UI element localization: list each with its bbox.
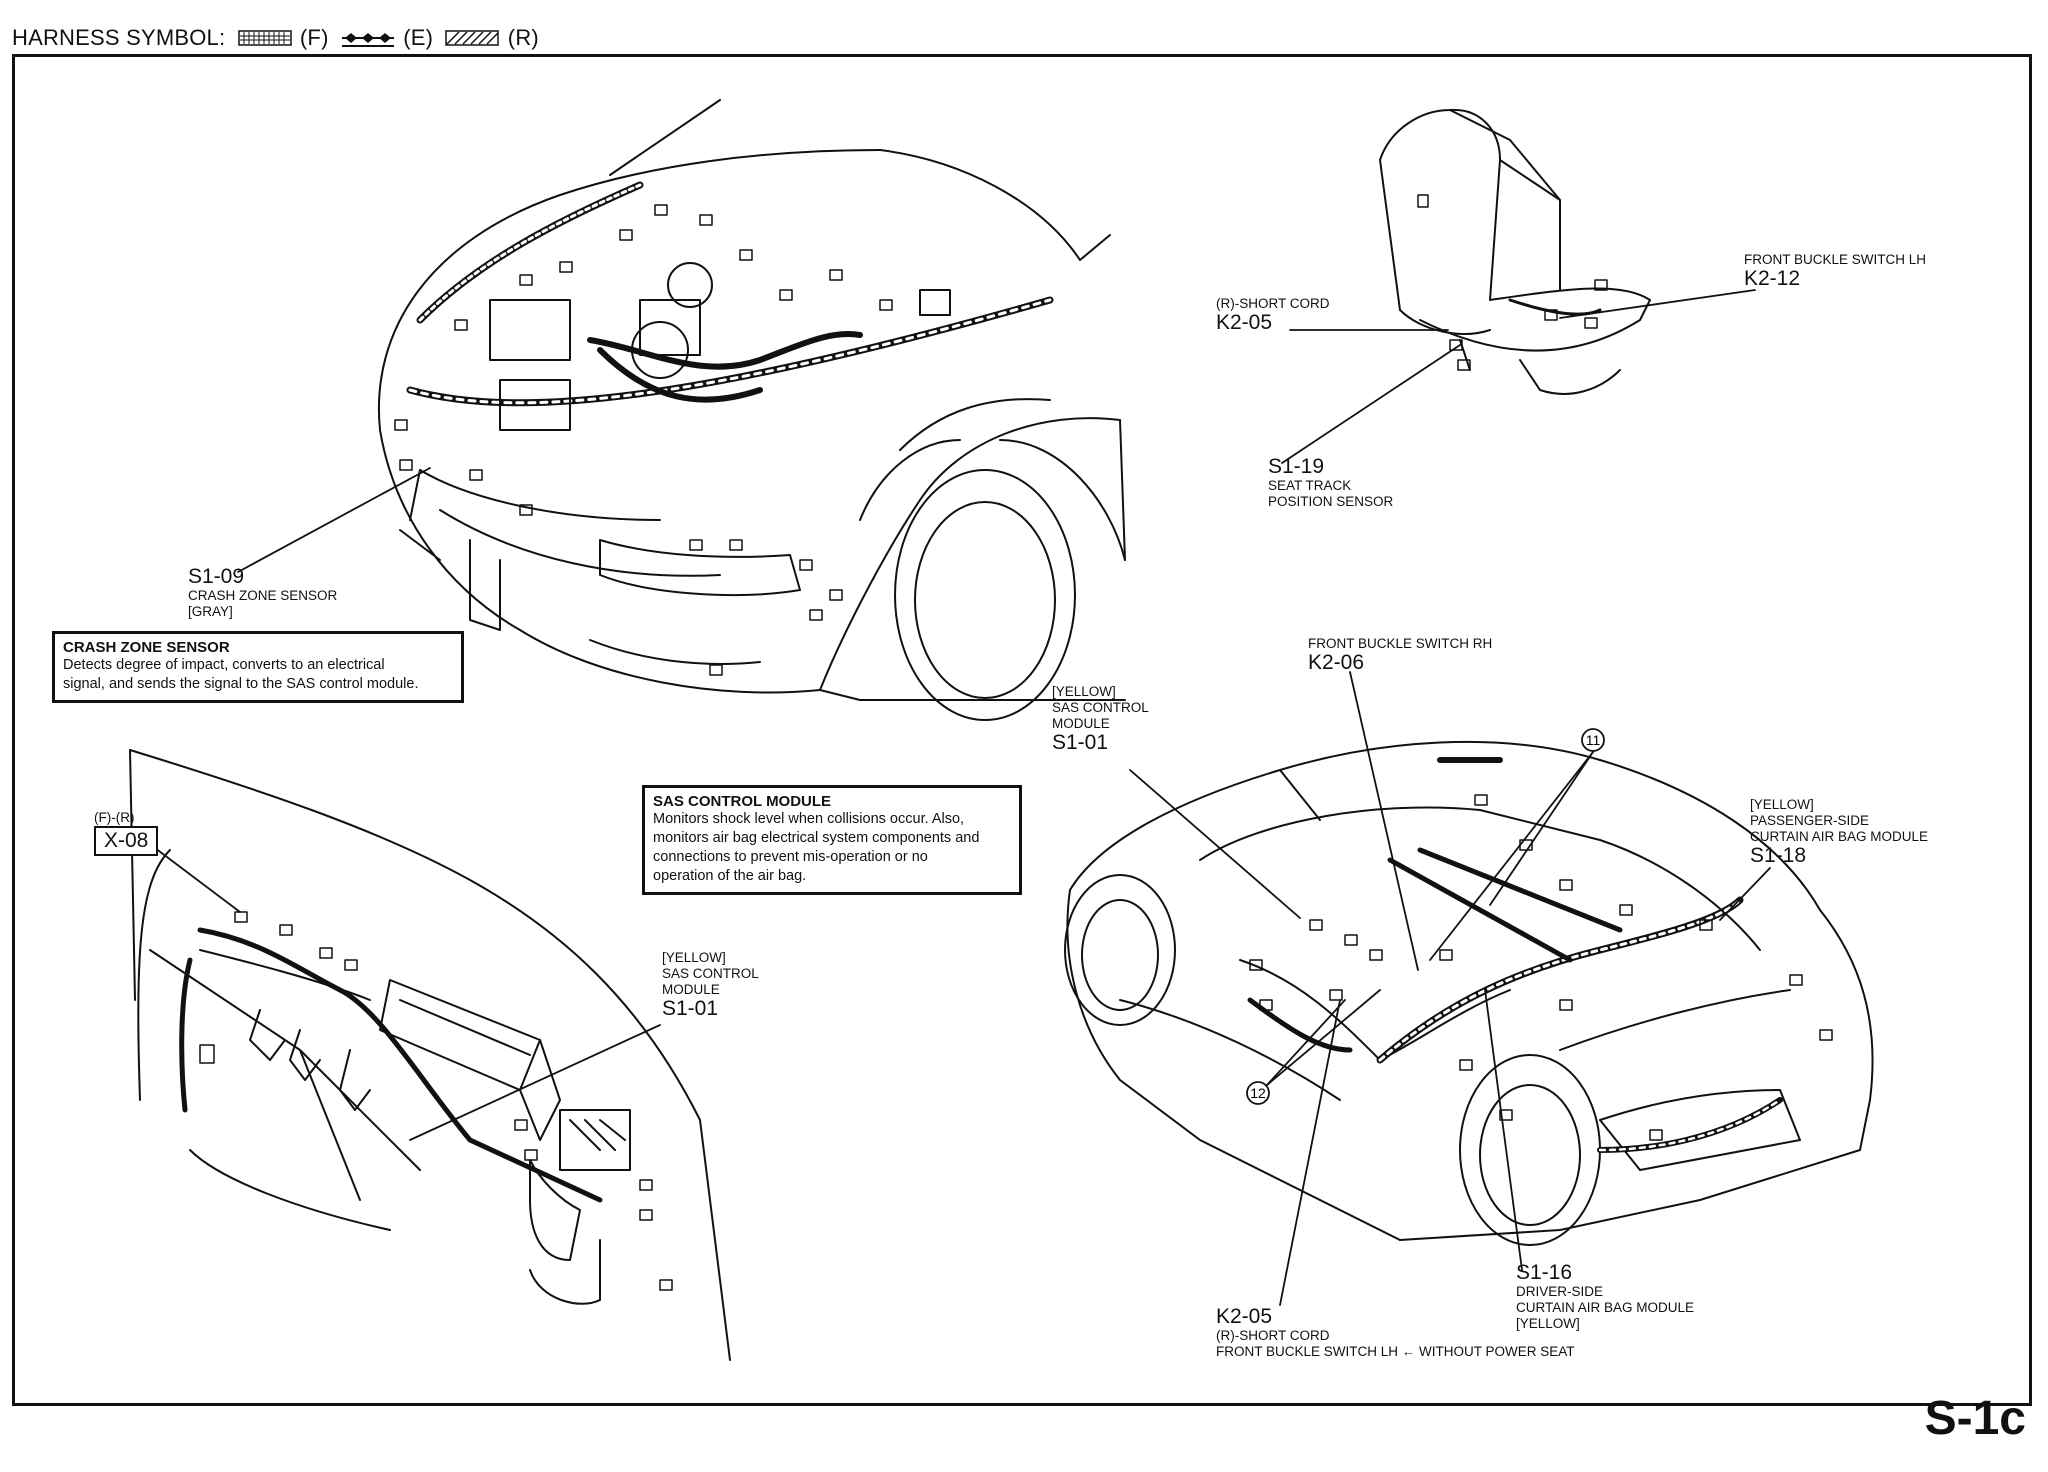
harness-symbol-legend: HARNESS SYMBOL: (F) (E) (R) (12, 24, 539, 51)
page-id: S-1c (1924, 1392, 2026, 1445)
rear-harness-code: (R) (507, 25, 539, 51)
callout-line: CURTAIN AIR BAG MODULE (1750, 829, 1929, 844)
marker-12-icon: 12 (1246, 1081, 1270, 1105)
callout-line: CRASH ZONE SENSOR (188, 588, 338, 603)
callout-line: PASSENGER-SIDE (1750, 813, 1870, 828)
seat-illustration (1379, 108, 1651, 395)
callout-line: (R)-SHORT CORD (1216, 1328, 1330, 1343)
note-line: signal, and sends the signal to the SAS … (63, 676, 419, 692)
note-title: SAS CONTROL MODULE (653, 793, 832, 810)
callout-line: MODULE (1052, 716, 1110, 731)
note-title: CRASH ZONE SENSOR (63, 639, 230, 656)
note-line: operation of the air bag. (653, 868, 807, 884)
note-line: Monitors shock level when collisions occ… (653, 811, 965, 827)
callout-line: [YELLOW] (1750, 797, 1814, 812)
callout-line: [YELLOW] (662, 950, 726, 965)
callout-k2-12: FRONT BUCKLE SWITCH LH K2-12 (1744, 252, 1926, 290)
callout-line: [YELLOW] (1516, 1316, 1580, 1331)
engine-harness-code: (E) (403, 25, 434, 51)
callout-s1-01-upper: [YELLOW] SAS CONTROL MODULE S1-01 (1052, 684, 1149, 754)
engine-bay-illustration (378, 99, 1126, 721)
connector-code: K2-06 (1308, 651, 1365, 674)
note-line: monitors air bag electrical system compo… (653, 830, 980, 846)
callout-line: POSITION SENSOR (1268, 494, 1394, 509)
svg-text:11: 11 (1586, 732, 1601, 748)
front-harness-swatch-icon (237, 30, 292, 46)
connector-code: K2-05 (1216, 311, 1273, 334)
connector-code: S1-01 (1052, 731, 1109, 754)
callout-s1-16: S1-16 DRIVER-SIDE CURTAIN AIR BAG MODULE… (1516, 1262, 1694, 1332)
callout-k2-05-lower: K2-05 (R)-SHORT CORD FRONT BUCKLE SWITCH… (1216, 1306, 1575, 1360)
callout-line: (F)-(R) (94, 810, 135, 825)
note-line: Detects degree of impact, converts to an… (63, 657, 385, 673)
callout-s1-01-lower: [YELLOW] SAS CONTROL MODULE S1-01 (662, 950, 759, 1020)
callout-k2-05-seat: (R)-SHORT CORD K2-05 (1216, 296, 1330, 334)
callout-line: SAS CONTROL (1052, 700, 1149, 715)
callout-line: FRONT BUCKLE SWITCH LH (1744, 252, 1927, 267)
connector-code: S1-09 (188, 565, 245, 588)
callout-s1-09: S1-09 CRASH ZONE SENSOR [GRAY] (188, 566, 337, 620)
connector-code: S1-18 (1750, 844, 1807, 867)
callout-line: SEAT TRACK (1268, 478, 1352, 493)
sas-module-note: SAS CONTROL MODULE Monitors shock level … (642, 785, 1022, 895)
callout-line: FRONT BUCKLE SWITCH LH ← WITHOUT POWER S… (1216, 1344, 1575, 1359)
callout-x-08: (F)-(R) X-08 (94, 810, 159, 856)
callout-line: CURTAIN AIR BAG MODULE (1516, 1300, 1695, 1315)
diagram-frame (12, 54, 2032, 1406)
svg-text:12: 12 (1250, 1085, 1266, 1101)
callout-k2-06: FRONT BUCKLE SWITCH RH K2-06 (1308, 636, 1492, 674)
dashboard-illustration (129, 749, 731, 1361)
connector-code: K2-12 (1744, 267, 1801, 290)
note-line: connections to prevent mis-operation or … (653, 849, 928, 865)
rear-harness-swatch-icon (445, 30, 500, 46)
connector-code: S1-19 (1268, 455, 1325, 478)
car-illustration (1064, 740, 1874, 1246)
callout-line: DRIVER-SIDE (1516, 1284, 1604, 1299)
crash-zone-note: CRASH ZONE SENSOR Detects degree of impa… (52, 631, 464, 703)
callout-line: FRONT BUCKLE SWITCH RH (1308, 636, 1493, 651)
callout-line: MODULE (662, 982, 720, 997)
engine-harness-swatch-icon (341, 33, 394, 48)
connector-code: S1-16 (1516, 1261, 1573, 1284)
callout-s1-19: S1-19 SEAT TRACK POSITION SENSOR (1268, 456, 1393, 510)
connector-code: S1-01 (662, 997, 719, 1020)
legend-label: HARNESS SYMBOL: (12, 25, 226, 51)
callout-line: [YELLOW] (1052, 684, 1116, 699)
callout-line: SAS CONTROL (662, 966, 759, 981)
callout-s1-18: [YELLOW] PASSENGER-SIDE CURTAIN AIR BAG … (1750, 797, 1928, 867)
leader-lines (154, 289, 1771, 1306)
front-harness-code: (F) (299, 25, 329, 51)
connector-code: X-08 (94, 826, 159, 856)
connector-code: K2-05 (1216, 1305, 1273, 1328)
callout-line: (R)-SHORT CORD (1216, 296, 1330, 311)
callout-line: [GRAY] (188, 604, 233, 619)
marker-11-icon: 11 (1581, 728, 1605, 752)
